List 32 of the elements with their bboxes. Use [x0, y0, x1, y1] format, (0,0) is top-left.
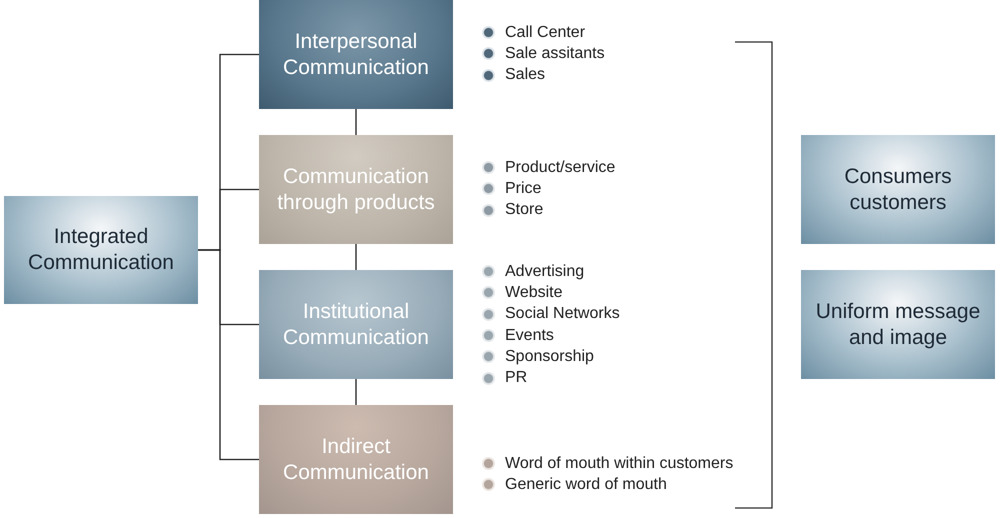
list-item: Events [505, 326, 554, 346]
list-item: Generic word of mouth [505, 474, 667, 495]
category-box [259, 270, 453, 379]
category-box [259, 0, 453, 109]
box-label: Integrated Communication [27, 224, 175, 276]
category-box [4, 196, 198, 304]
list-item: Store [505, 200, 544, 220]
list-item: Sales [505, 65, 546, 86]
list-item: Call Center [505, 22, 586, 43]
connector-line [355, 109, 357, 135]
box-label: Institutional Communication [282, 298, 430, 350]
list-item: Product/service [505, 158, 616, 178]
list-item: Advertising [505, 262, 584, 282]
connector-line [198, 249, 259, 460]
list-item: Word of mouth within customers [505, 454, 734, 474]
list-item: Price [505, 178, 542, 199]
list-item: Social Networks [505, 304, 620, 324]
box-label: Consumers customers [843, 164, 953, 216]
box-label: Interpersonal Communication [282, 28, 430, 80]
category-box [259, 135, 453, 244]
box-label: Uniform message and image [814, 298, 982, 350]
list-item: Sponsorship [505, 346, 594, 367]
box-label: Indirect Communication [282, 434, 430, 486]
category-box [259, 405, 453, 514]
list-item: Sale assitants [505, 44, 605, 64]
box-label: Communication through products [276, 164, 436, 216]
category-box [801, 270, 995, 379]
list-item: PR [505, 368, 528, 388]
list-item: Website [505, 282, 563, 303]
category-box [801, 135, 995, 244]
connector-line [355, 379, 357, 405]
connector-line [355, 244, 357, 270]
